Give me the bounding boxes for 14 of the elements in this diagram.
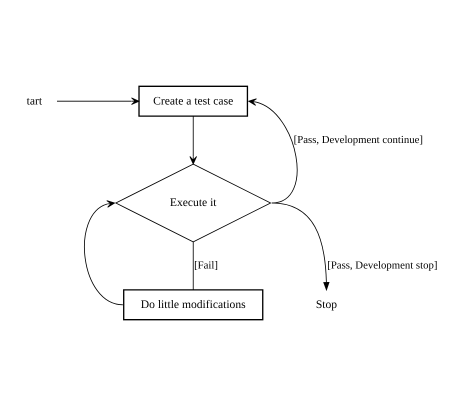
connector — [192, 241, 194, 290]
node-text: Stop — [316, 298, 338, 311]
arrow — [56, 97, 140, 105]
arrow — [271, 202, 330, 292]
arrow — [84, 200, 124, 306]
node-diamond: Execute it — [114, 164, 272, 242]
arrow — [189, 116, 197, 164]
arrow — [248, 98, 298, 204]
node-box: Do little modifications — [123, 289, 264, 320]
node-box: Create a test case — [138, 86, 248, 117]
edge-label: [Pass, Development continue] — [294, 134, 423, 146]
edge-label: [Fail] — [194, 260, 218, 272]
edge-label: [Pass, Development stop] — [327, 260, 438, 272]
node-text: tart — [26, 94, 42, 108]
